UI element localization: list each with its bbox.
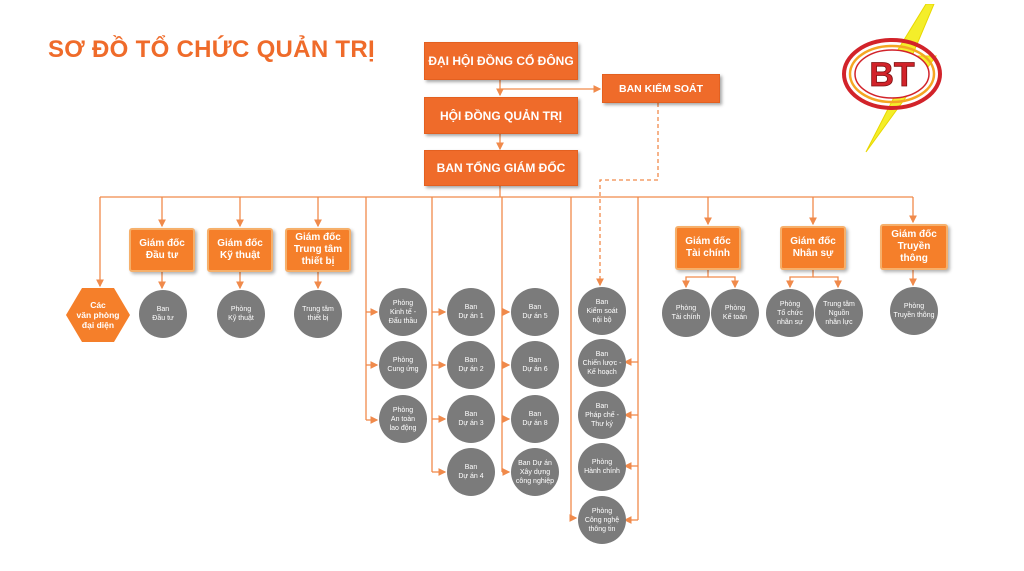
director-nhan-su: Giám đốc Nhân sự [780,226,846,270]
director-truyen-thong: Giám đốc Truyền thông [880,224,948,270]
unit-phong-kinh-te: Phòng Kinh tế - Đấu thầu [379,288,427,336]
unit-nguon-nhan-luc: Trung tâm Nguồn nhân lực [815,289,863,337]
unit-phong-ky-thuat: Phòng Kỹ thuật [217,290,265,338]
unit-phong-ke-toan: Phòng Kế toán [711,289,759,337]
director-tai-chinh: Giám đốc Tài chính [675,226,741,270]
director-ky-thuat: Giám đốc Kỹ thuật [207,228,273,272]
hoi-dong-quan-tri-box: HỘI ĐỒNG QUẢN TRỊ [424,97,578,134]
unit-hanh-chinh: Phòng Hành chính [578,443,626,491]
unit-du-an-8: Ban Dự án 8 [511,395,559,443]
unit-du-an-2: Ban Dự án 2 [447,341,495,389]
ban-kiem-soat-box: BAN KIỂM SOÁT [602,74,720,103]
director-trung-tam: Giám đốc Trung tâm thiết bị [285,228,351,272]
unit-du-an-5: Ban Dự án 5 [511,288,559,336]
unit-du-an-4: Ban Dự án 4 [447,448,495,496]
unit-du-an-xay-dung: Ban Dự án Xây dựng công nghiệp [511,448,559,496]
unit-phap-che: Ban Pháp chế - Thư ký [578,391,626,439]
ban-tong-giam-doc-box: BAN TỔNG GIÁM ĐỐC [424,150,578,186]
unit-phong-an-toan: Phòng An toàn lao động [379,395,427,443]
page-title: SƠ ĐỒ TỔ CHỨC QUẢN TRỊ [48,36,375,63]
unit-du-an-6: Ban Dự án 6 [511,341,559,389]
unit-kiem-soat-noi-bo: Ban Kiểm soát nội bộ [578,287,626,335]
dai-hoi-dong-co-dong-box: ĐẠI HỘI ĐỒNG CỔ ĐÔNG [424,42,578,80]
unit-ban-dau-tu: Ban Đầu tư [139,290,187,338]
director-dau-tu: Giám đốc Đầu tư [129,228,195,272]
unit-phong-cung-ung: Phòng Cung ứng [379,341,427,389]
unit-du-an-3: Ban Dự án 3 [447,395,495,443]
unit-phong-truyen-thong: Phòng Truyền thông [890,287,938,335]
unit-du-an-1: Ban Dự án 1 [447,288,495,336]
unit-phong-to-chuc: Phòng Tổ chức nhân sự [766,289,814,337]
unit-chien-luoc: Ban Chiến lược - Kế hoạch [578,339,626,387]
unit-cntt: Phòng Công nghệ thông tin [578,496,626,544]
company-logo: BT [842,4,942,153]
unit-phong-tai-chinh: Phòng Tài chính [662,289,710,337]
logo-text: BT [869,56,915,94]
unit-trung-tam-thiet-bi: Trung tâm thiết bị [294,290,342,338]
